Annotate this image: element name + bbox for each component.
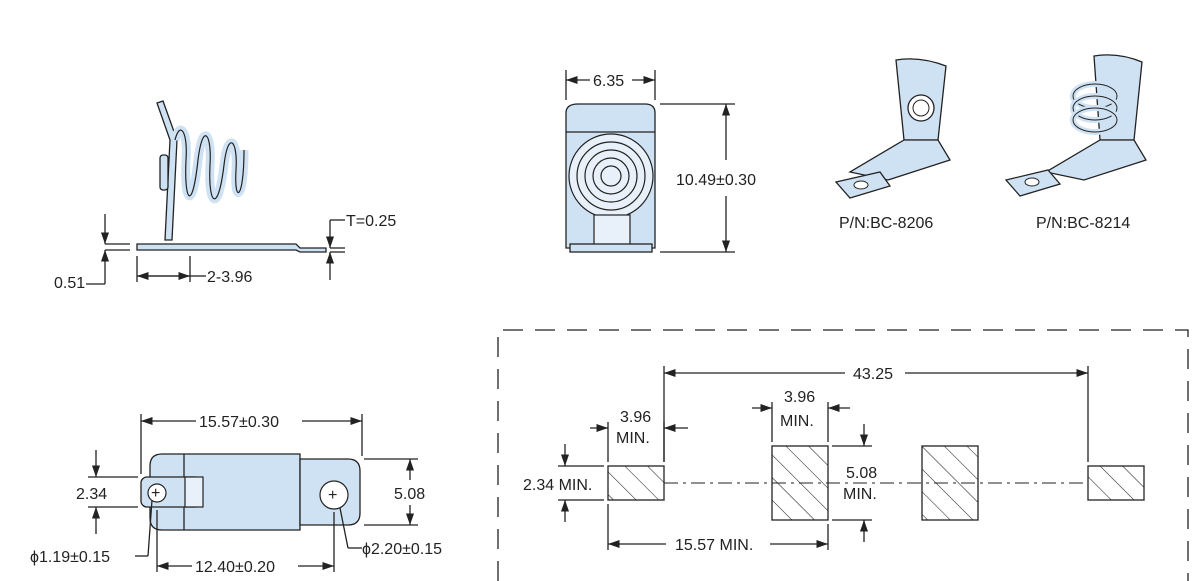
product-bc-8214: P/N:BC-8214 (1004, 54, 1147, 232)
pad-1 (607, 465, 665, 501)
dim-thickness: T=0.25 (346, 213, 396, 230)
dim-pad-height: 2.34 MIN. (523, 477, 592, 494)
pad-3 (921, 445, 979, 521)
product-bc-8214-label: P/N:BC-8214 (1036, 215, 1130, 232)
pad-4 (1087, 465, 1145, 501)
dim-small-hole: ϕ1.19±0.15 (30, 549, 110, 566)
dim-hole-spacing: 12.40±0.20 (195, 559, 275, 576)
dim-pad2-width-2: MIN. (780, 413, 814, 430)
svg-text:+: + (328, 487, 337, 504)
dim-span: 2-3.96 (207, 269, 252, 286)
spring-coil-iso (1070, 81, 1120, 135)
dim-tab-height: 2.34 (76, 486, 107, 503)
dim-pad2-height-2: MIN. (843, 486, 877, 503)
dim-overall-length: 15.57±0.30 (199, 414, 279, 431)
pcb-layout: 43.25 3.96 MIN. 3.96 MIN. 2.34 MIN. 5.08… (497, 329, 1189, 581)
small-hole (147, 483, 167, 503)
dim-pitch: 15.57 MIN. (675, 537, 753, 554)
bottom-view: + + 15.57±0.30 2.34 5.08 12.40±0.20 ϕ1.1… (30, 414, 442, 576)
dim-large-hole: ϕ2.20±0.15 (362, 541, 442, 558)
large-hole (319, 480, 349, 510)
dim-pad1-width-2: MIN. (616, 430, 650, 447)
product-bc-8206-label: P/N:BC-8206 (839, 215, 933, 232)
front-view: 6.35 10.49±0.30 (565, 70, 756, 253)
svg-text:+: + (151, 485, 160, 502)
dim-width: 6.35 (593, 73, 624, 90)
spring-coil-side (136, 100, 327, 253)
dim-pad2-height-1: 5.08 (846, 465, 877, 482)
side-view: 0.51 T=0.25 2-3.96 (54, 100, 396, 292)
product-bc-8206: P/N:BC-8206 (834, 58, 951, 232)
dim-pad1-width-1: 3.96 (620, 409, 651, 426)
dim-height: 10.49±0.30 (676, 172, 756, 189)
pad-2 (771, 445, 829, 521)
dim-pad2-width-1: 3.96 (784, 389, 815, 406)
dim-body-height: 5.08 (394, 486, 425, 503)
dim-overall: 43.25 (853, 366, 893, 383)
dim-offset: 0.51 (54, 275, 85, 292)
